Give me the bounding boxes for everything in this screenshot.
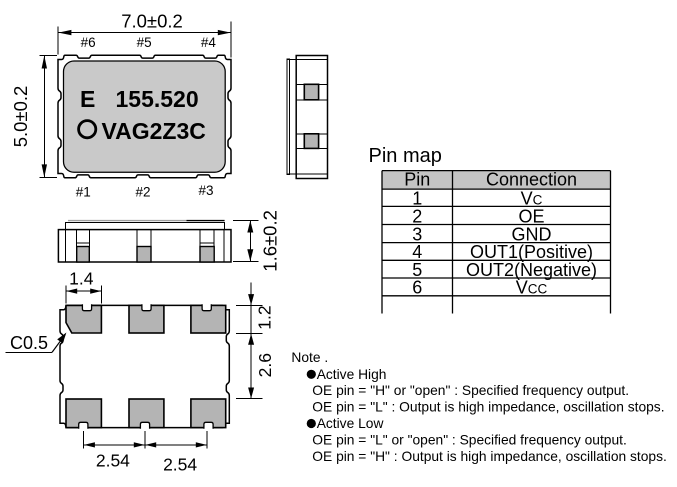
svg-text:OE pin = "L" : Output is high: OE pin = "L" : Output is high impedance,…	[312, 400, 664, 415]
svg-text:1.2: 1.2	[254, 305, 274, 329]
svg-text:Note .: Note .	[291, 350, 328, 365]
svg-text:C0.5: C0.5	[10, 333, 48, 353]
svg-text:E: E	[80, 86, 95, 112]
svg-text:OE pin = "H" or "open" : Speci: OE pin = "H" or "open" : Specified frequ…	[312, 383, 629, 398]
svg-text:6: 6	[412, 278, 422, 298]
svg-text:2.54: 2.54	[163, 455, 197, 475]
svg-text:155.520: 155.520	[116, 86, 199, 112]
svg-text:1: 1	[412, 188, 422, 208]
svg-text:5: 5	[412, 260, 422, 280]
svg-text:1.6±0.2: 1.6±0.2	[260, 210, 281, 272]
svg-text:OE: OE	[518, 206, 544, 226]
svg-text:OE pin = "H" : Output is high: OE pin = "H" : Output is high impedance,…	[312, 449, 667, 464]
svg-text:Connection: Connection	[486, 170, 577, 190]
svg-text:OUT1(Positive): OUT1(Positive)	[470, 242, 593, 262]
svg-text:2: 2	[412, 206, 422, 226]
svg-text:#2: #2	[135, 184, 150, 199]
svg-text:VCC: VCC	[516, 278, 548, 298]
svg-text:1.4: 1.4	[69, 268, 94, 288]
svg-text:GND: GND	[512, 225, 552, 245]
svg-text:Pin: Pin	[404, 170, 430, 190]
svg-text:5.0±0.2: 5.0±0.2	[10, 86, 31, 148]
svg-text:#4: #4	[201, 35, 217, 50]
svg-text:OUT2(Negative): OUT2(Negative)	[466, 260, 597, 280]
svg-text:Active Low: Active Low	[317, 416, 384, 431]
svg-text:#5: #5	[137, 35, 152, 50]
svg-text:2.6: 2.6	[255, 353, 275, 377]
svg-text:#1: #1	[76, 184, 91, 199]
svg-text:Pin map: Pin map	[369, 145, 442, 167]
svg-text:OE pin = "L" or "open" : Speci: OE pin = "L" or "open" : Specified frequ…	[312, 432, 627, 447]
svg-text:4: 4	[412, 242, 422, 262]
svg-text:VAG2Z3C: VAG2Z3C	[102, 118, 206, 144]
svg-text:2.54: 2.54	[96, 451, 130, 471]
svg-text:#6: #6	[81, 35, 96, 50]
svg-text:7.0±0.2: 7.0±0.2	[121, 11, 183, 32]
svg-text:#3: #3	[198, 183, 213, 198]
svg-text:VC: VC	[521, 188, 543, 208]
svg-text:Active High: Active High	[317, 367, 387, 382]
svg-text:3: 3	[412, 225, 422, 245]
